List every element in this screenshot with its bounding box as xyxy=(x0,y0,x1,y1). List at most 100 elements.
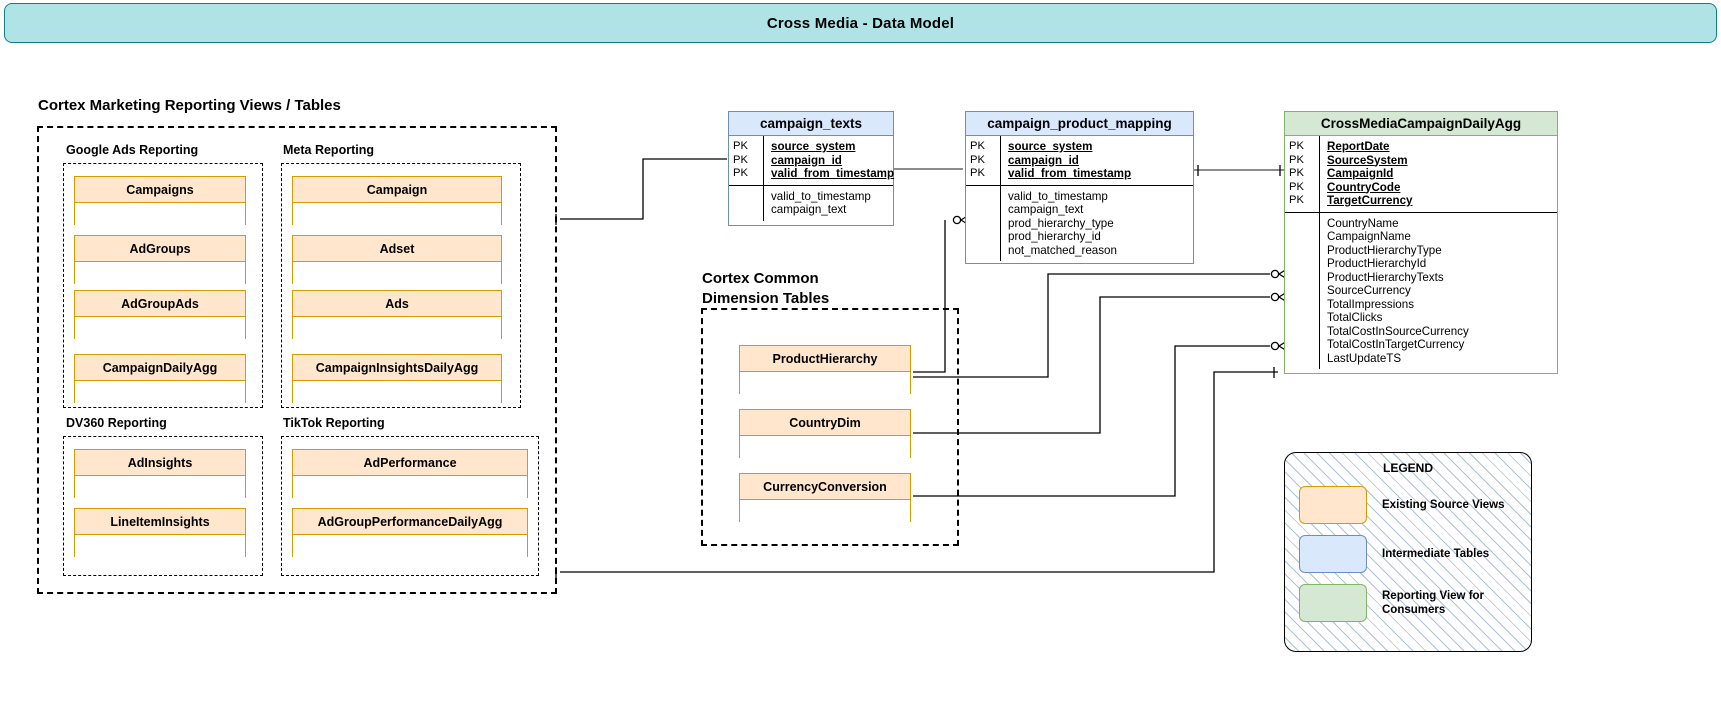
er-field: SourceCurrency xyxy=(1327,284,1411,297)
er-attribute-section: CountryName CampaignName ProductHierarch… xyxy=(1285,212,1557,369)
entity-campaigninsightsdailyagg[interactable]: CampaignInsightsDailyAgg xyxy=(292,354,502,405)
entity-body xyxy=(75,535,245,559)
entity-campaigndailyagg[interactable]: CampaignDailyAgg xyxy=(74,354,246,405)
entity-body xyxy=(293,535,527,559)
er-field-column: source_system campaign_id valid_from_tim… xyxy=(1001,136,1193,185)
er-field: TotalCostInSourceCurrency xyxy=(1327,324,1469,338)
er-field-column: source_system campaign_id valid_from_tim… xyxy=(764,136,894,185)
er-key-label: PK xyxy=(1289,194,1304,206)
er-key-field: TargetCurrency xyxy=(1327,194,1413,207)
er-key-column xyxy=(729,185,764,221)
entity-lineiteminsights[interactable]: LineItemInsights xyxy=(74,508,246,559)
dimension-section-title: Cortex Common Dimension Tables xyxy=(702,269,829,309)
entity-title: ProductHierarchy xyxy=(740,346,910,372)
entity-adgroups[interactable]: AdGroups xyxy=(74,235,246,286)
er-field: LastUpdateTS xyxy=(1327,351,1402,365)
entity-producthierarchy[interactable]: ProductHierarchy xyxy=(739,345,911,396)
er-key-column: PK PK PK xyxy=(966,136,1001,185)
entity-title: Adset xyxy=(293,236,501,262)
entity-adgroupperformancedailyagg[interactable]: AdGroupPerformanceDailyAgg xyxy=(292,508,528,559)
er-field-column: valid_to_timestamp campaign_text xyxy=(764,186,893,221)
legend-swatch-blue-icon xyxy=(1299,535,1367,573)
entity-adgroupads[interactable]: AdGroupAds xyxy=(74,290,246,341)
entity-adinsights[interactable]: AdInsights xyxy=(74,449,246,500)
legend-label: Existing Source Views xyxy=(1382,499,1505,511)
group-box-dv360 xyxy=(63,436,263,576)
er-key-label: PK xyxy=(970,153,985,166)
er-field: ProductHierarchyId xyxy=(1327,257,1427,270)
legend-title: LEGEND xyxy=(1382,461,1433,475)
er-key-field: SourceSystem xyxy=(1327,153,1408,167)
legend-item-intermediate-tables: Intermediate Tables xyxy=(1299,535,1531,573)
entity-title: Campaigns xyxy=(75,177,245,203)
entity-body xyxy=(75,381,245,405)
er-primary-key-section: PK PK PK source_system campaign_id valid… xyxy=(729,136,894,186)
group-box-google-ads xyxy=(63,163,263,408)
er-table-cross-media-campaign-daily-agg[interactable]: CrossMediaCampaignDailyAgg PK PK PK PK P… xyxy=(1284,111,1558,374)
er-table-campaign-product-mapping[interactable]: campaign_product_mapping PK PK PK source… xyxy=(965,111,1194,264)
er-key-field: CampaignId xyxy=(1327,167,1394,180)
er-key-label: PK xyxy=(1289,153,1304,166)
group-box-meta xyxy=(281,163,521,408)
dimension-section-container xyxy=(701,308,959,546)
er-field: prod_hierarchy_type xyxy=(1008,216,1114,230)
entity-title: CurrencyConversion xyxy=(740,474,910,500)
er-primary-key-section: PK PK PK source_system campaign_id valid… xyxy=(966,136,1193,186)
er-key-label: PK xyxy=(1289,180,1304,193)
er-key-field: source_system xyxy=(771,140,856,153)
entity-campaigns[interactable]: Campaigns xyxy=(74,176,246,227)
er-field: ProductHierarchyTexts xyxy=(1327,270,1444,284)
er-key-label: PK xyxy=(1289,140,1304,152)
er-field: valid_to_timestamp xyxy=(771,189,871,203)
legend-item-reporting-view: Reporting View for Consumers xyxy=(1299,584,1531,622)
dimension-title-line1: Cortex Common xyxy=(702,270,819,287)
entity-title: Ads xyxy=(293,291,501,317)
er-key-field: ReportDate xyxy=(1327,140,1390,153)
legend-label: Reporting View for Consumers xyxy=(1382,590,1485,616)
er-key-field: CountryCode xyxy=(1327,180,1401,194)
er-key-field: source_system xyxy=(1008,140,1093,153)
entity-title: AdPerformance xyxy=(293,450,527,476)
entity-body xyxy=(740,372,910,396)
legend-box: LEGEND Existing Source Views Intermediat… xyxy=(1284,452,1532,652)
entity-ads[interactable]: Ads xyxy=(292,290,502,341)
er-table-campaign-texts[interactable]: campaign_texts PK PK PK source_system ca… xyxy=(728,111,894,226)
entity-title: AdGroups xyxy=(75,236,245,262)
entity-title: AdGroupAds xyxy=(75,291,245,317)
entity-body xyxy=(293,381,501,405)
entity-adset[interactable]: Adset xyxy=(292,235,502,286)
entity-adperformance[interactable]: AdPerformance xyxy=(292,449,528,500)
er-table-title: campaign_texts xyxy=(729,112,893,136)
er-field: TotalCostInTargetCurrency xyxy=(1327,338,1465,351)
legend-item-existing-source-views: Existing Source Views xyxy=(1299,486,1531,524)
legend-swatch-orange-icon xyxy=(1299,486,1367,524)
entity-body xyxy=(293,203,501,227)
entity-body xyxy=(740,436,910,460)
entity-currencyconversion[interactable]: CurrencyConversion xyxy=(739,473,911,524)
reporting-section-title: Cortex Marketing Reporting Views / Table… xyxy=(38,97,341,114)
entity-body xyxy=(293,476,527,500)
entity-campaign[interactable]: Campaign xyxy=(292,176,502,227)
entity-title: AdInsights xyxy=(75,450,245,476)
legend-label: Intermediate Tables xyxy=(1382,548,1490,560)
er-key-field: campaign_id xyxy=(1008,153,1079,167)
er-key-label: PK xyxy=(733,167,748,179)
er-field: valid_to_timestamp xyxy=(1008,189,1108,203)
er-key-field: valid_from_timestamp xyxy=(771,167,895,180)
entity-body xyxy=(75,317,245,341)
entity-title: CountryDim xyxy=(740,410,910,436)
diagram-title-banner: Cross Media - Data Model xyxy=(4,3,1717,43)
er-field-column: valid_to_timestamp campaign_text prod_hi… xyxy=(1001,186,1193,262)
group-title-google-ads: Google Ads Reporting xyxy=(66,143,199,157)
group-title-meta: Meta Reporting xyxy=(283,143,374,157)
entity-countrydim[interactable]: CountryDim xyxy=(739,409,911,460)
er-field: CountryName xyxy=(1327,216,1399,230)
page-title: Cross Media - Data Model xyxy=(766,14,955,32)
er-attribute-section: valid_to_timestamp campaign_text xyxy=(729,185,893,221)
entity-body xyxy=(75,203,245,227)
er-field-column: ReportDate SourceSystem CampaignId Count… xyxy=(1320,136,1557,212)
legend-swatch-green-icon xyxy=(1299,584,1367,622)
entity-body xyxy=(740,500,910,524)
dimension-title-line2: Dimension Tables xyxy=(702,290,830,307)
entity-title: CampaignDailyAgg xyxy=(75,355,245,381)
